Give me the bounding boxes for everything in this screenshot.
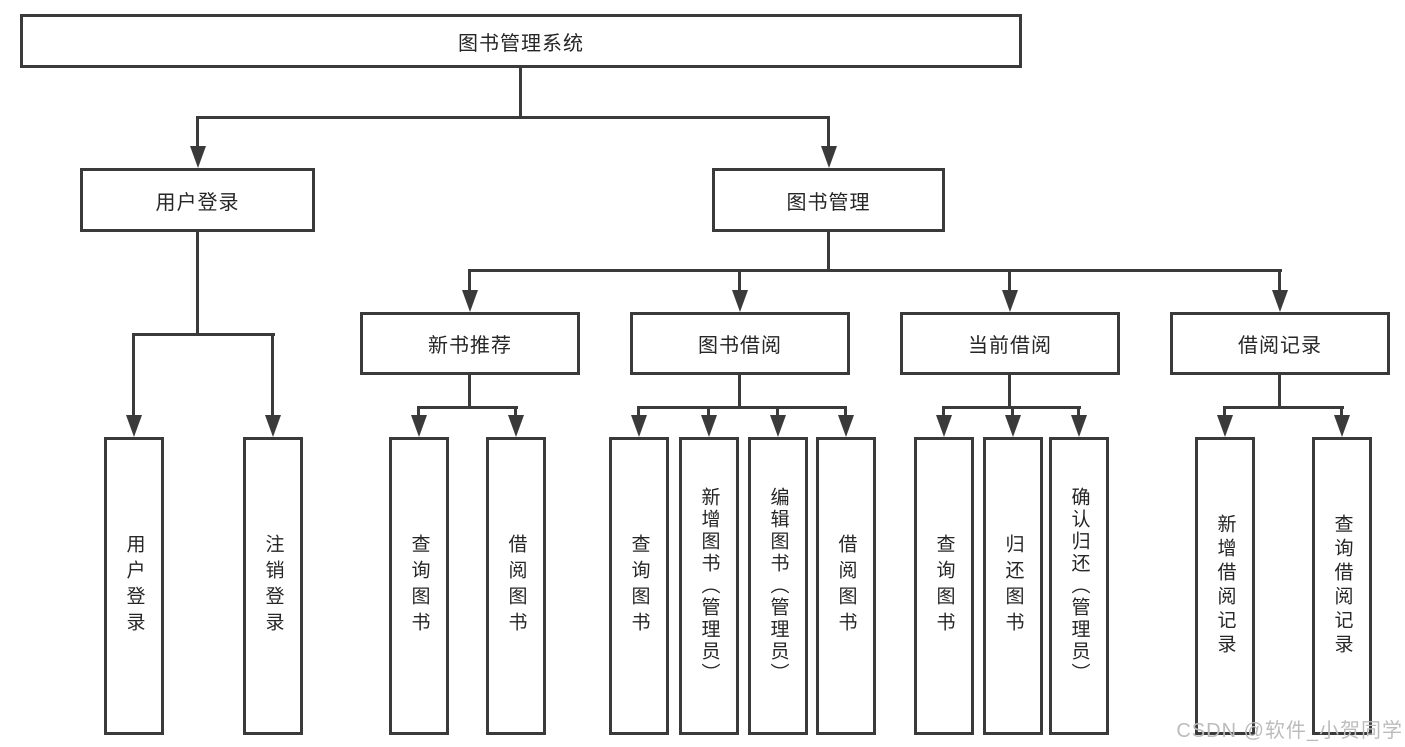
- arrowhead-down-icon: [508, 415, 524, 437]
- leaf-return-book: 归还图书: [983, 437, 1043, 735]
- connector-vline: [827, 232, 830, 272]
- arrowhead-down-icon: [1071, 415, 1087, 437]
- arrowhead-down-icon: [411, 415, 427, 437]
- node-root: 图书管理系统: [20, 14, 1022, 68]
- connector-vline: [271, 333, 274, 417]
- arrowhead-down-icon: [126, 415, 142, 437]
- connector-hline: [417, 406, 518, 409]
- connector-vline: [942, 406, 945, 418]
- node-book-management: 图书管理: [712, 168, 945, 232]
- leaf-edit-book-admin-label: 编辑图书（管理员）: [767, 487, 789, 685]
- leaf-user-login: 用户登录: [104, 437, 164, 735]
- connector-vline: [417, 406, 420, 418]
- arrowhead-down-icon: [838, 415, 854, 437]
- leaf-add-borrow-record-label: 新增借阅记录: [1214, 514, 1236, 658]
- connector-vline: [1278, 269, 1281, 293]
- leaf-query-books-borrow: 查询图书: [609, 437, 669, 735]
- connector-vline: [468, 269, 471, 293]
- connector-vline: [738, 269, 741, 293]
- leaf-query-books-recommend: 查询图书: [389, 437, 449, 735]
- connector-vline: [637, 406, 640, 418]
- arrowhead-down-icon: [770, 415, 786, 437]
- arrowhead-down-icon: [265, 415, 281, 437]
- connector-vline: [1011, 406, 1014, 418]
- connector-vline: [738, 375, 741, 409]
- arrowhead-down-icon: [462, 290, 478, 312]
- node-root-label: 图书管理系统: [458, 32, 584, 55]
- connector-vline: [1008, 375, 1011, 409]
- leaf-add-book-admin: 新增图书（管理员）: [679, 437, 739, 735]
- node-borrowing-records-label: 借阅记录: [1238, 335, 1322, 357]
- connector-vline: [1077, 406, 1080, 418]
- leaf-return-book-label: 归还图书: [1002, 534, 1024, 638]
- leaf-edit-book-admin: 编辑图书（管理员）: [748, 437, 808, 735]
- connector-hline: [196, 116, 830, 119]
- node-user-login-label: 用户登录: [155, 191, 240, 214]
- connector-vline: [468, 375, 471, 409]
- connector-vline: [1278, 375, 1281, 409]
- csdn-watermark: CSDN @软件_小贺同学: [1176, 720, 1403, 742]
- node-user-login: 用户登录: [80, 168, 315, 232]
- node-book-borrowing-label: 图书借阅: [698, 335, 782, 357]
- connector-hline: [1223, 406, 1344, 409]
- arrowhead-down-icon: [190, 146, 206, 168]
- arrowhead-down-icon: [936, 415, 952, 437]
- connector-vline: [1223, 406, 1226, 418]
- node-book-borrowing: 图书借阅: [630, 312, 850, 375]
- connector-vline: [514, 406, 517, 418]
- leaf-confirm-return-admin-label: 确认归还（管理员）: [1068, 487, 1090, 685]
- leaf-query-borrow-record-label: 查询借阅记录: [1331, 514, 1353, 658]
- leaf-user-login-label: 用户登录: [123, 534, 145, 638]
- connector-hline: [468, 269, 1282, 272]
- connector-vline: [1340, 406, 1343, 418]
- arrowhead-down-icon: [1002, 290, 1018, 312]
- node-borrowing-records: 借阅记录: [1170, 312, 1390, 375]
- arrowhead-down-icon: [732, 290, 748, 312]
- arrowhead-down-icon: [701, 415, 717, 437]
- connector-vline: [196, 232, 199, 336]
- arrowhead-down-icon: [1217, 415, 1233, 437]
- node-book-management-label: 图书管理: [786, 191, 871, 214]
- arrowhead-down-icon: [1272, 290, 1288, 312]
- connector-vline: [519, 66, 522, 118]
- arrowhead-down-icon: [631, 415, 647, 437]
- arrowhead-down-icon: [1005, 415, 1021, 437]
- connector-vline: [707, 406, 710, 418]
- leaf-borrow-books-recommend: 借阅图书: [486, 437, 546, 735]
- leaf-borrow-books-recommend-label: 借阅图书: [505, 534, 527, 638]
- leaf-query-books-current-label: 查询图书: [933, 534, 955, 638]
- leaf-query-books-current: 查询图书: [914, 437, 974, 735]
- connector-vline: [1008, 269, 1011, 293]
- leaf-confirm-return-admin: 确认归还（管理员）: [1049, 437, 1109, 735]
- node-current-borrowing-label: 当前借阅: [968, 335, 1052, 357]
- node-new-book-recommend-label: 新书推荐: [428, 335, 512, 357]
- connector-hline: [132, 333, 275, 336]
- leaf-query-borrow-record: 查询借阅记录: [1312, 437, 1372, 735]
- leaf-borrow-books-label: 借阅图书: [835, 534, 857, 638]
- leaf-logout-label: 注销登录: [262, 534, 284, 638]
- connector-vline: [132, 333, 135, 417]
- connector-vline: [196, 116, 199, 149]
- leaf-borrow-books: 借阅图书: [816, 437, 876, 735]
- leaf-query-books-borrow-label: 查询图书: [628, 534, 650, 638]
- connector-vline: [844, 406, 847, 418]
- leaf-add-book-admin-label: 新增图书（管理员）: [698, 487, 720, 685]
- leaf-logout: 注销登录: [243, 437, 303, 735]
- arrowhead-down-icon: [821, 146, 837, 168]
- node-current-borrowing: 当前借阅: [900, 312, 1120, 375]
- connector-vline: [776, 406, 779, 418]
- leaf-query-books-recommend-label: 查询图书: [408, 534, 430, 638]
- arrowhead-down-icon: [1334, 415, 1350, 437]
- node-new-book-recommend: 新书推荐: [360, 312, 580, 375]
- connector-hline: [637, 406, 847, 409]
- connector-vline: [827, 116, 830, 149]
- leaf-add-borrow-record: 新增借阅记录: [1195, 437, 1255, 735]
